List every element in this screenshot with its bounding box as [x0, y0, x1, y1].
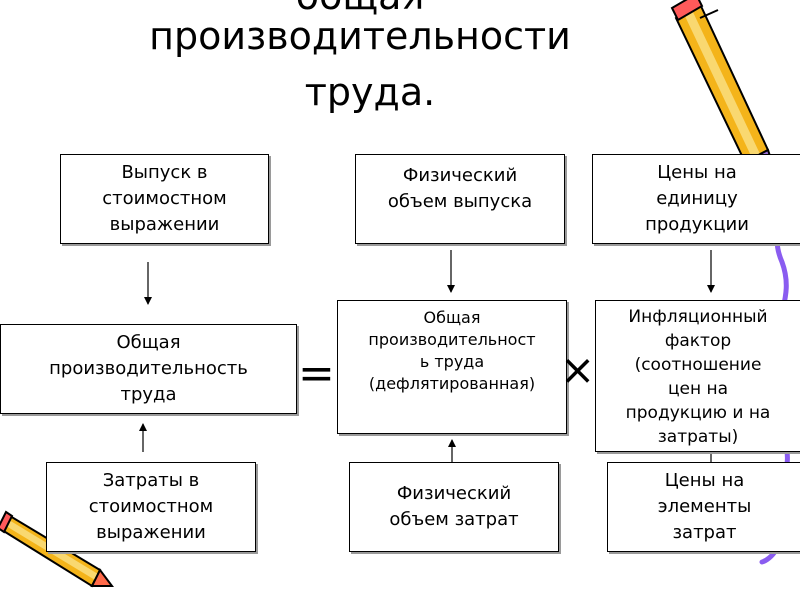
box-unit-prices: Цены на единицу продукции: [592, 154, 800, 244]
box-total-productivity-text: Общая производительность труда: [49, 332, 248, 405]
box-physical-costs-text: Физический объем затрат: [389, 483, 519, 530]
box-cost-element-prices: Цены на элементы затрат: [607, 462, 800, 552]
box-inflation-factor: Инфляционный фактор (соотношение цен на …: [595, 300, 800, 452]
box-physical-costs: Физический объем затрат: [349, 462, 559, 552]
box-output-value: Выпуск в стоимостном выражении: [60, 154, 269, 244]
box-total-productivity: Общая производительность труда: [0, 324, 297, 414]
title-line-2: производительности: [149, 14, 571, 58]
box-costs-value-text: Затраты в стоимостном выражении: [88, 470, 214, 543]
multiply-sign: ×: [560, 345, 596, 394]
equals-sign: =: [298, 348, 335, 399]
title-line-1: общая: [60, 0, 660, 18]
box-inflation-factor-text: Инфляционный фактор (соотношение цен на …: [625, 307, 771, 447]
box-deflated-productivity: Общая производительност ь труда (дефляти…: [337, 300, 567, 434]
box-physical-output-text: Физический объем выпуска: [387, 165, 533, 212]
box-unit-prices-text: Цены на единицу продукции: [645, 162, 749, 235]
title-line-3: труда.: [304, 70, 436, 114]
box-costs-value: Затраты в стоимостном выражении: [46, 462, 256, 552]
box-physical-output: Физический объем выпуска: [355, 154, 565, 244]
box-cost-element-prices-text: Цены на элементы затрат: [657, 470, 752, 543]
box-output-value-text: Выпуск в стоимостном выражении: [102, 162, 227, 235]
box-deflated-productivity-text: Общая производительност ь труда (дефляти…: [368, 308, 536, 393]
slide-title: общая производительности труда.: [0, 0, 800, 120]
